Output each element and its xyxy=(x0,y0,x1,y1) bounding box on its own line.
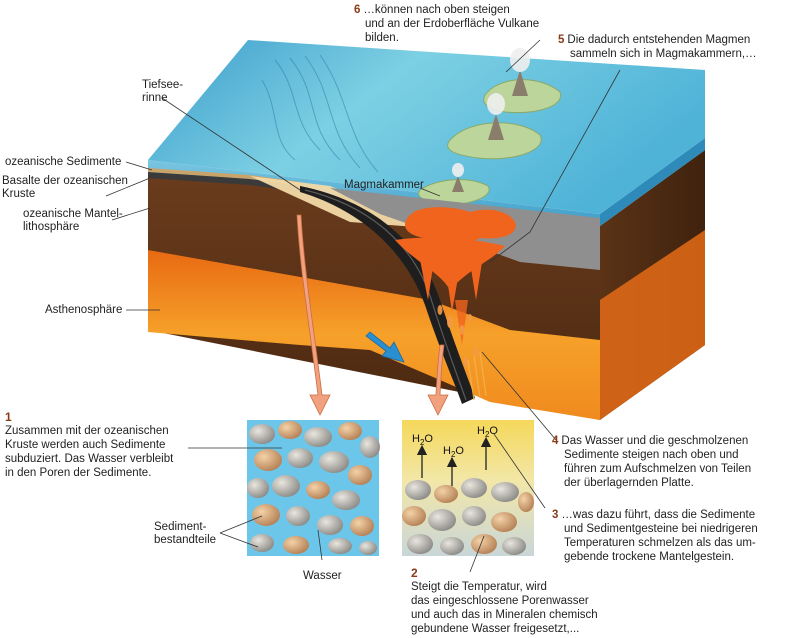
h2o-label-1: H2O xyxy=(412,433,433,448)
label-asthenosphere: Asthenosphäre xyxy=(45,304,123,316)
leader-lines xyxy=(105,39,621,573)
label-oceanic-sediments: ozeanische Sedimente xyxy=(5,156,122,168)
step-1: 1 Zusammen mit der ozeanischen Kruste we… xyxy=(5,410,174,479)
zoom-box-water-release xyxy=(402,420,534,556)
magma xyxy=(395,207,516,345)
zoom-arrow-1 xyxy=(296,214,331,416)
subduction-arrow xyxy=(365,331,405,363)
label-water: Wasser xyxy=(303,570,342,582)
h2o-label-3: H2O xyxy=(477,425,498,440)
step-3: 3…was dazu führt, dass die Sedimente und… xyxy=(552,509,758,563)
melt-zone xyxy=(467,351,487,401)
label-basalts: Basalte der ozeanischen Kruste xyxy=(2,175,128,200)
h2o-label-2: H2O xyxy=(443,445,464,460)
ocean-surface xyxy=(148,40,705,214)
label-sediment-components: Sediment- bestandteile xyxy=(154,521,217,546)
rising-melt-drops xyxy=(437,305,478,367)
label-tiefseerinne: Tiefsee- rinne xyxy=(142,79,184,104)
zoom-box-sediment xyxy=(247,420,380,556)
step-6: 6…können nach oben steigen und an der Er… xyxy=(354,4,540,44)
label-magma-chamber: Magmakammer xyxy=(344,179,424,191)
oceanic-basalt-layer xyxy=(148,172,300,192)
volcanic-islands xyxy=(418,48,562,205)
step-2: 2 Steigt die Temperatur, wird das einges… xyxy=(411,566,598,635)
subducting-slab xyxy=(300,186,475,404)
zoom-arrow-2 xyxy=(427,344,449,416)
label-mantle-lithosphere: ozeanische Mantel- lithosphäre xyxy=(23,208,123,233)
trench-texture xyxy=(261,54,379,173)
oceanic-sediments-layer xyxy=(148,168,300,186)
